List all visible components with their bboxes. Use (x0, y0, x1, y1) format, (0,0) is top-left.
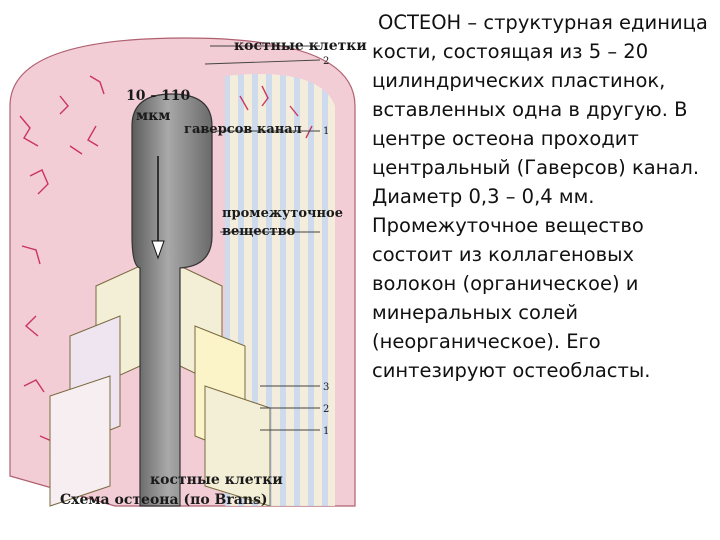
haversian-canal (131, 93, 213, 507)
label-size-unit: мкм (136, 108, 171, 124)
paragraph-osteon: ОСТЕОН – структурная единица кости, сост… (372, 11, 708, 208)
leader-number: 2 (323, 56, 330, 67)
leader-number: 3 (323, 382, 330, 393)
striped-lamellae (225, 74, 335, 506)
label-bone-cells-bottom: костные клетки (150, 472, 283, 488)
text-panel: ОСТЕОН – структурная единица кости, сост… (372, 8, 718, 385)
osteon-diagram: костные клетки 10 - 110 мкм гаверсов кан… (0, 36, 367, 518)
inner-lamellae-right (179, 265, 271, 507)
label-bone-cells-top: костные клетки (234, 38, 367, 54)
label-interstitial-2: вещество (222, 224, 296, 239)
leader-number: 1 (323, 126, 330, 137)
label-haversian-canal: гаверсов канал (184, 122, 302, 137)
figure-caption: Схема остеона (по Brans) (60, 492, 268, 508)
leader-number: 1 (323, 426, 330, 437)
leader-lines (195, 45, 321, 431)
osteon-drawing (9, 37, 356, 507)
bone-cell-network (19, 75, 313, 455)
leader-number: 2 (323, 404, 330, 415)
paragraph-interstitial: Промежуточное вещество состоит из коллаг… (372, 214, 651, 382)
label-size-value: 10 - 110 (126, 88, 191, 104)
label-interstitial-1: промежуточное (222, 206, 343, 221)
